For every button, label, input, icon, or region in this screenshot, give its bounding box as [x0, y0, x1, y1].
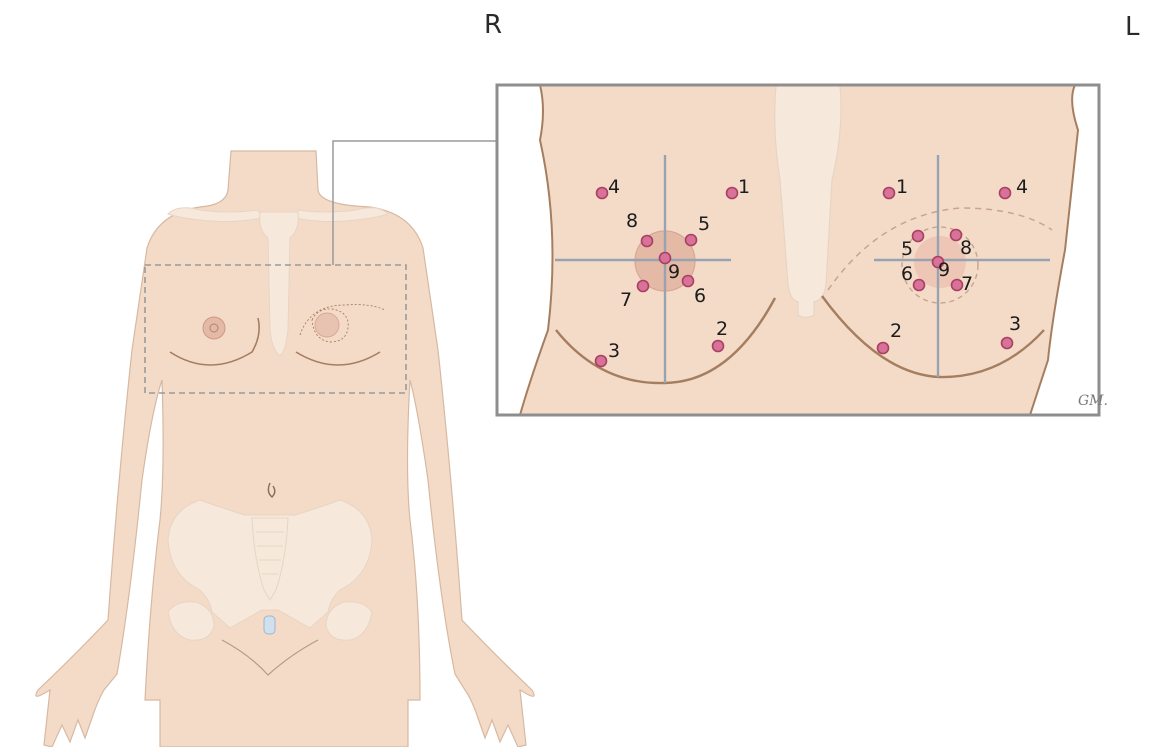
- left-areola: [315, 313, 339, 337]
- left-injection-point-label-9: 9: [938, 259, 950, 281]
- left-injection-point-5: [913, 231, 924, 242]
- right-injection-point-7: [638, 281, 649, 292]
- right-injection-point-8: [642, 236, 653, 247]
- right-areola: [203, 317, 225, 339]
- torso-figure: [36, 151, 534, 747]
- left-injection-point-label-7: 7: [961, 273, 973, 295]
- artist-signature: GM.: [1078, 393, 1108, 409]
- right-injection-point-2: [713, 341, 724, 352]
- left-injection-point-label-5: 5: [901, 238, 913, 260]
- patient-right-label: R: [484, 10, 502, 40]
- right-injection-point-label-4: 4: [608, 176, 620, 198]
- right-injection-point-label-3: 3: [608, 340, 620, 362]
- left-injection-point-label-2: 2: [890, 320, 902, 342]
- left-injection-point-4: [1000, 188, 1011, 199]
- right-injection-point-label-7: 7: [620, 289, 632, 311]
- left-injection-point-2: [878, 343, 889, 354]
- left-injection-point-6: [914, 280, 925, 291]
- left-injection-point-1: [884, 188, 895, 199]
- patient-left-label: L: [1125, 12, 1140, 42]
- pubic-symphysis: [264, 616, 275, 634]
- left-injection-point-3: [1002, 338, 1013, 349]
- right-injection-point-label-8: 8: [626, 210, 638, 232]
- right-injection-point-3: [596, 356, 607, 367]
- right-injection-point-4: [597, 188, 608, 199]
- left-injection-point-label-8: 8: [960, 237, 972, 259]
- inset-magnified-view: GM.: [497, 85, 1108, 415]
- left-injection-point-label-6: 6: [901, 263, 913, 285]
- right-injection-point-5: [686, 235, 697, 246]
- right-injection-point-label-9: 9: [668, 261, 680, 283]
- left-injection-point-label-1: 1: [896, 176, 908, 198]
- right-injection-point-label-1: 1: [738, 176, 750, 198]
- right-injection-point-label-6: 6: [694, 285, 706, 307]
- right-injection-point-6: [683, 276, 694, 287]
- left-injection-point-label-3: 3: [1009, 313, 1021, 335]
- right-injection-point-1: [727, 188, 738, 199]
- right-injection-point-label-5: 5: [698, 213, 710, 235]
- right-injection-point-label-2: 2: [716, 318, 728, 340]
- left-injection-point-label-4: 4: [1016, 176, 1028, 198]
